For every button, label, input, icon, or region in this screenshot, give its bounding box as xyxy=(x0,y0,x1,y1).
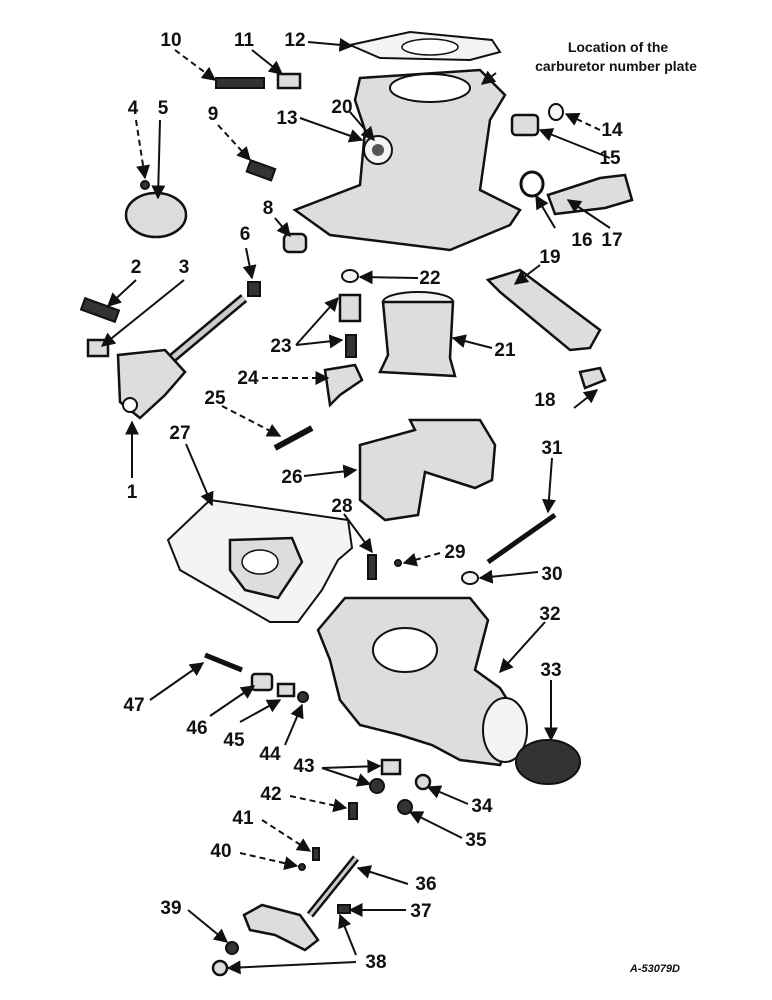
callout-25: 25 xyxy=(204,388,226,409)
callout-26: 26 xyxy=(281,467,302,488)
part-15-bushing xyxy=(510,113,540,137)
part-32-air-inlet xyxy=(482,697,528,763)
leader-lines xyxy=(100,37,611,975)
callout-23: 23 xyxy=(270,336,291,357)
part-41-pin xyxy=(312,847,320,861)
callout-13: 13 xyxy=(276,108,297,129)
part-47-needle xyxy=(204,652,243,673)
callout-27: 27 xyxy=(169,423,190,444)
callout-44: 44 xyxy=(259,744,281,765)
part-24-bracket xyxy=(323,363,364,408)
part-22-washer xyxy=(341,269,359,283)
part-32-bowl-bore xyxy=(372,627,438,673)
callout-15: 15 xyxy=(599,148,621,169)
callout-32: 32 xyxy=(539,604,560,625)
callout-34: 34 xyxy=(471,796,493,817)
callout-22: 22 xyxy=(419,268,440,289)
part-46-nut xyxy=(250,672,274,692)
callout-41: 41 xyxy=(232,808,254,829)
callout-38: 38 xyxy=(365,952,386,973)
part-29-ball xyxy=(394,559,402,567)
part-34-plug xyxy=(414,773,432,791)
part-18-clip xyxy=(578,366,607,390)
callout-42: 42 xyxy=(260,784,281,805)
callout-11: 11 xyxy=(234,30,255,51)
callout-28: 28 xyxy=(331,496,352,517)
callout-18: 18 xyxy=(534,390,555,411)
callout-5: 5 xyxy=(158,98,169,119)
part-26-float xyxy=(358,418,497,522)
callout-21: 21 xyxy=(494,340,516,361)
callout-10: 10 xyxy=(160,30,181,51)
part-12-gasket-bore xyxy=(401,38,459,56)
part-10-screw xyxy=(215,77,265,89)
callout-43: 43 xyxy=(293,756,314,777)
callout-37: 37 xyxy=(410,901,431,922)
part-23-jet xyxy=(338,293,362,323)
callout-14: 14 xyxy=(601,120,623,141)
part-21-venturi-body xyxy=(378,300,457,378)
callout-47: 47 xyxy=(123,695,144,716)
callout-35: 35 xyxy=(465,830,487,851)
parts-group xyxy=(79,30,634,977)
callout-31: 31 xyxy=(541,438,563,459)
part-35-plug xyxy=(397,799,413,815)
callout-2: 2 xyxy=(131,257,142,278)
part-9-screw xyxy=(245,158,277,182)
part-8-plug xyxy=(282,232,308,254)
callout-39: 39 xyxy=(160,898,181,919)
part-32-float-bowl xyxy=(316,596,522,767)
part-37-pin xyxy=(337,904,351,914)
callout-9: 9 xyxy=(208,104,219,125)
callout-16: 16 xyxy=(571,230,592,251)
callout-17: 17 xyxy=(601,230,622,251)
callout-45: 45 xyxy=(223,730,245,751)
part-36-choke-lever xyxy=(242,903,320,952)
callout-8: 8 xyxy=(263,198,274,219)
part-13-body-bore xyxy=(389,73,471,103)
part-2-screw xyxy=(79,296,121,324)
callout-3: 3 xyxy=(179,257,190,278)
callout-20: 20 xyxy=(331,97,352,118)
callout-40: 40 xyxy=(210,841,231,862)
part-42-pin xyxy=(348,802,358,820)
callout-1: 1 xyxy=(127,482,138,503)
callout-4: 4 xyxy=(128,98,139,119)
part-44-seal xyxy=(297,691,309,703)
part-19-bracket xyxy=(485,268,602,352)
callout-24: 24 xyxy=(237,368,259,389)
callout-19: 19 xyxy=(539,247,560,268)
callout-46: 46 xyxy=(186,718,207,739)
part-30-washer xyxy=(461,571,479,585)
part-28-pin xyxy=(367,554,377,580)
part-4-plate-screw xyxy=(140,180,150,190)
part-38-screw xyxy=(211,959,229,977)
part-11-spring xyxy=(276,72,302,90)
part-23-jet-pin xyxy=(345,334,357,358)
callout-6: 6 xyxy=(240,224,251,245)
part-45-spring xyxy=(276,682,296,698)
part-40-ball xyxy=(298,863,306,871)
part-14-washer xyxy=(548,103,564,121)
part-6-pin xyxy=(247,281,261,297)
part-43-plug xyxy=(380,758,402,776)
callout-30: 30 xyxy=(541,564,562,585)
part-25-pin xyxy=(273,425,314,451)
callout-labels: Location of the carburetor number plate … xyxy=(123,30,697,975)
part-17-fitting xyxy=(546,173,634,216)
callout-29: 29 xyxy=(444,542,465,563)
number-plate-note-line1: Location of the xyxy=(568,39,669,55)
part-43-ball xyxy=(369,778,385,794)
callout-33: 33 xyxy=(540,660,561,681)
figure-code: A-53079D xyxy=(629,963,680,975)
number-plate-note-line2: carburetor number plate xyxy=(535,58,697,74)
part-16-gasket xyxy=(519,170,545,198)
callout-12: 12 xyxy=(284,30,305,51)
callout-36: 36 xyxy=(415,874,436,895)
part-33-choke-plate xyxy=(515,739,581,785)
part-5-throttle-plate xyxy=(124,191,188,239)
part-31-needle xyxy=(486,512,557,565)
part-39-nut xyxy=(225,941,239,955)
